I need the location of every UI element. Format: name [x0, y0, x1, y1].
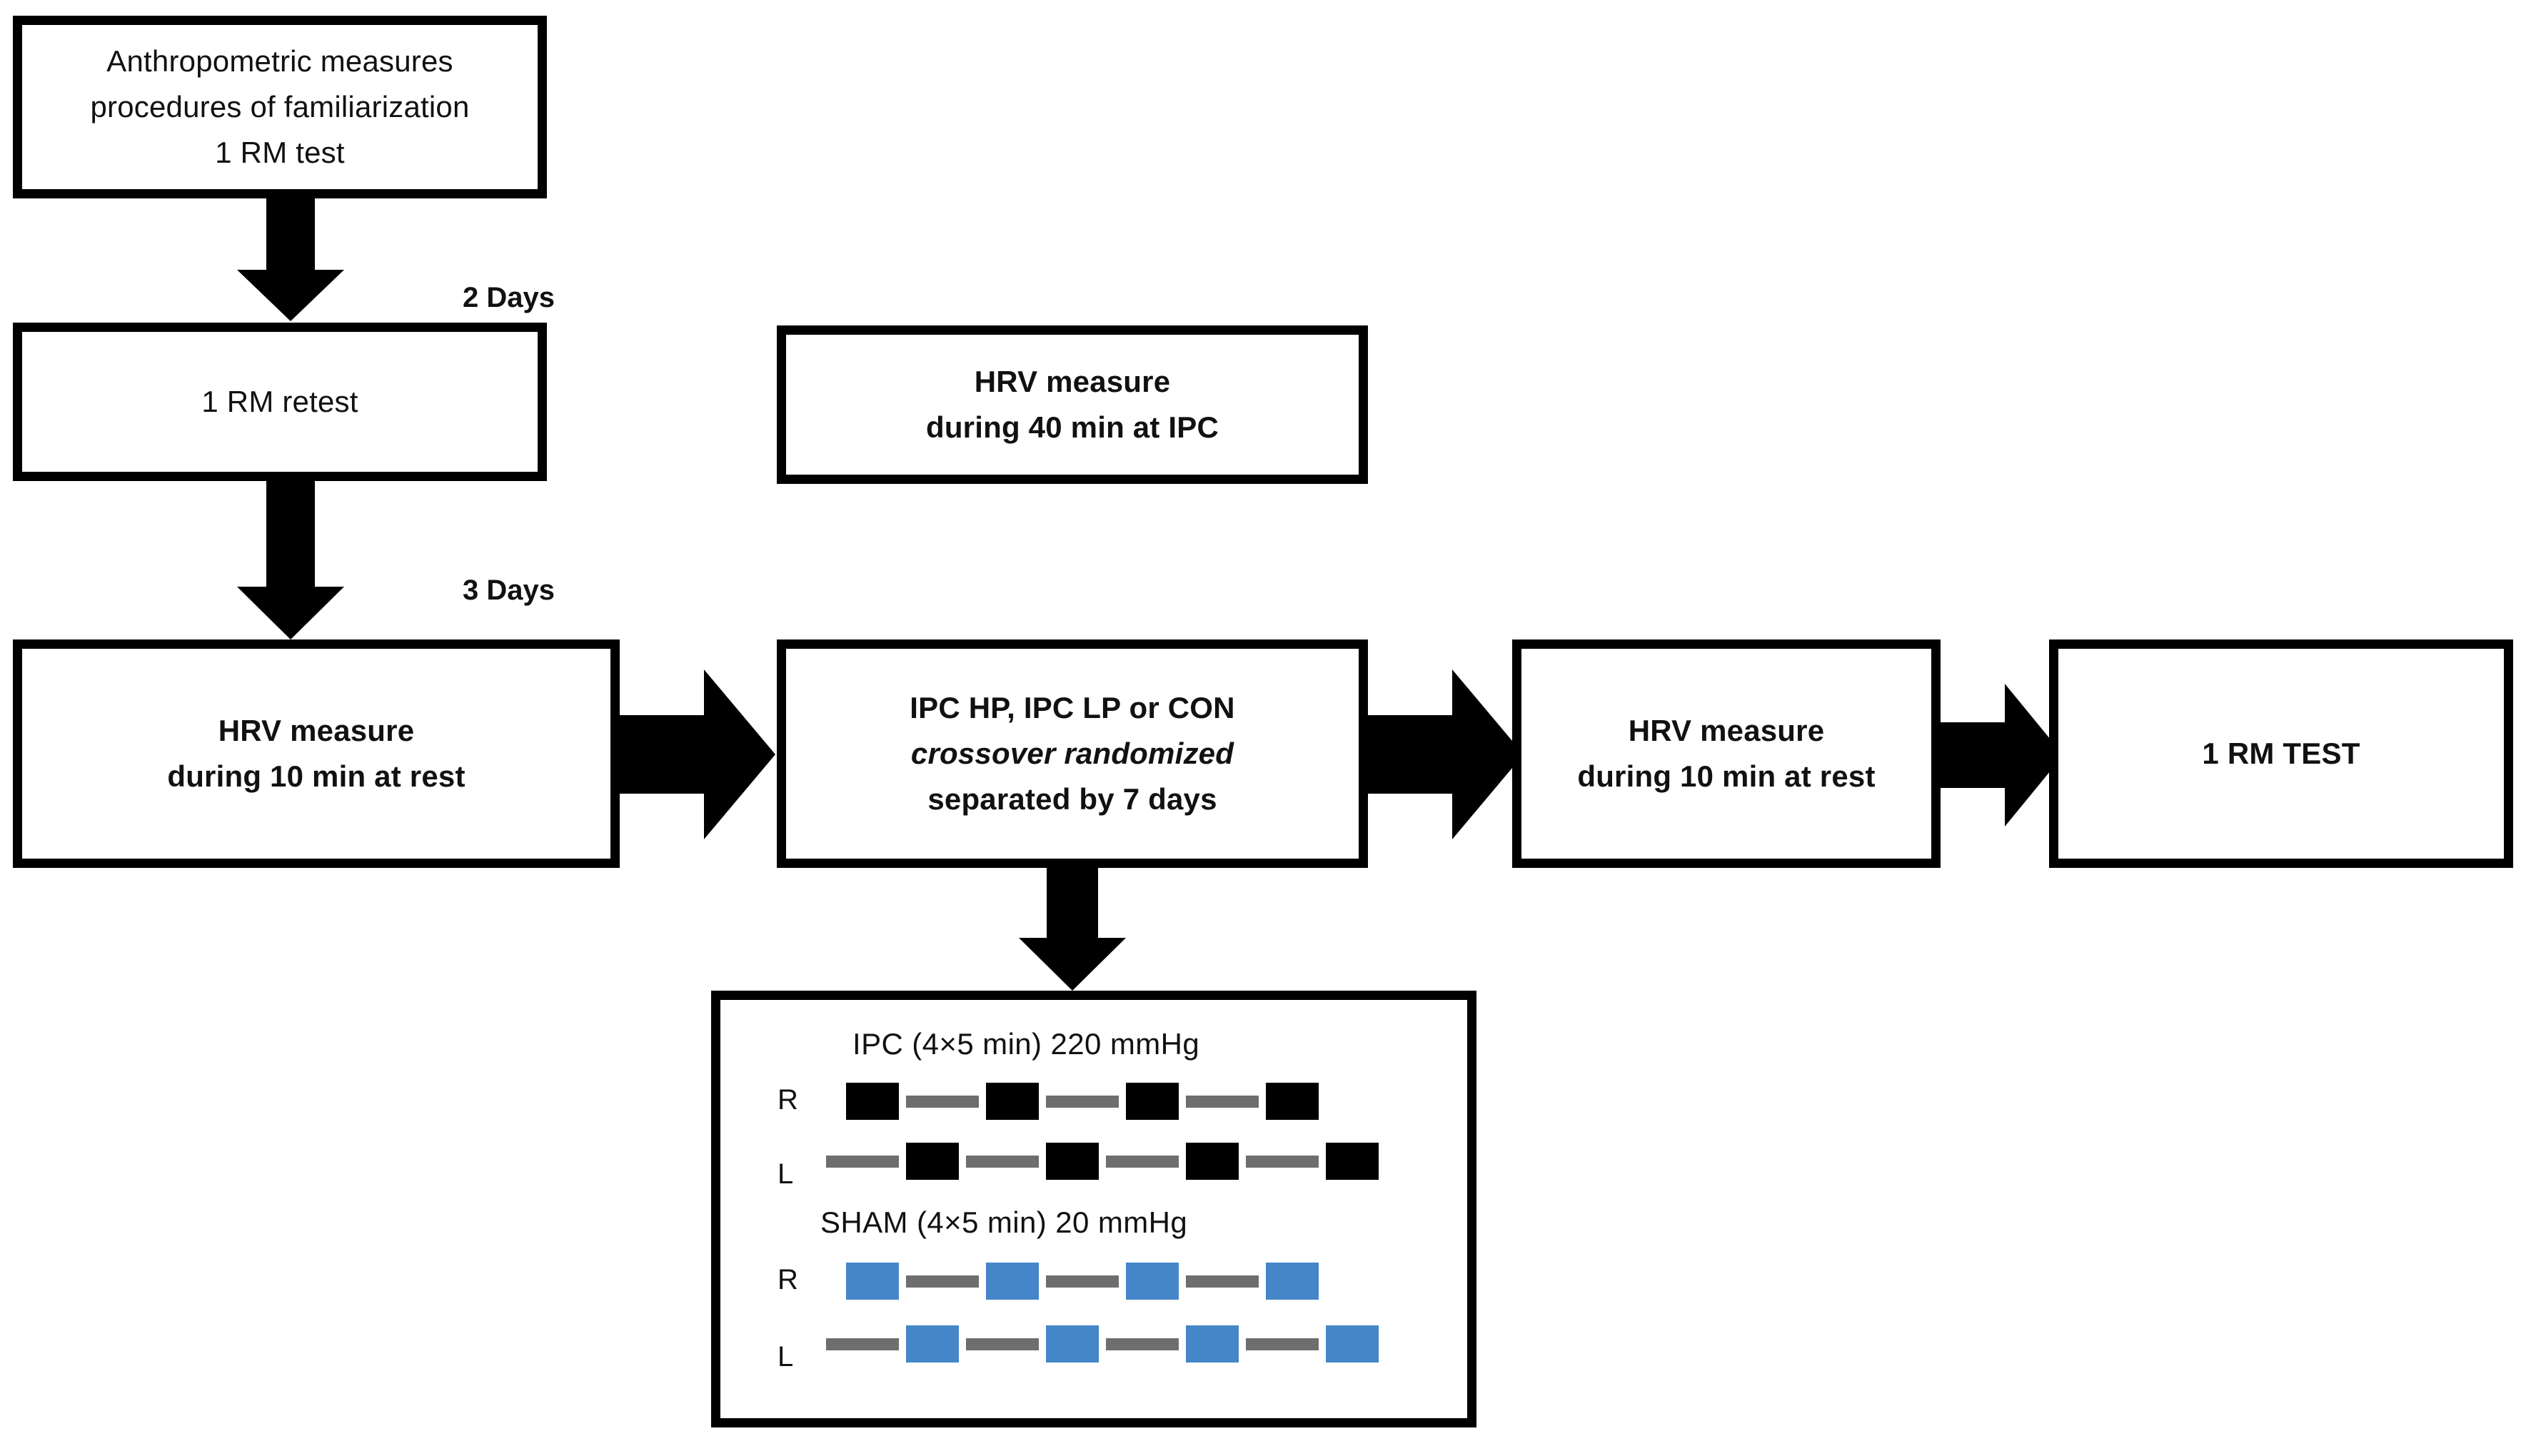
flow-box-rm-test-final: 1 RM TEST: [2049, 639, 2513, 868]
box-line: 1 RM TEST: [2202, 737, 2360, 771]
box-line: Anthropometric measures: [106, 44, 453, 79]
box-line: procedures of familiarization: [90, 90, 470, 124]
ipc-sequence-row-l: [826, 1143, 1379, 1180]
cuff-block: [906, 1143, 959, 1180]
flow-box-hrv-40min-ipc: HRV measure during 40 min at IPC: [777, 325, 1368, 484]
rest-interval: [1246, 1155, 1319, 1168]
box-line-crossover: crossover randomized: [910, 737, 1234, 771]
arrow-shaft: [1941, 722, 2006, 788]
cuff-block: [986, 1263, 1039, 1300]
sham-row-label-l: L: [778, 1341, 794, 1372]
flow-box-hrv-10min-rest-pre: HRV measure during 10 min at rest: [13, 639, 620, 868]
arrow-head: [237, 587, 344, 639]
sham-row-label-r: R: [778, 1264, 798, 1295]
sham-protocol-title: SHAM (4×5 min) 20 mmHg: [820, 1205, 1188, 1239]
rest-interval: [1106, 1155, 1179, 1168]
cuff-block: [1186, 1143, 1239, 1180]
box-line: during 10 min at rest: [1577, 759, 1876, 793]
ipc-row-label-l: L: [778, 1158, 794, 1190]
arrow-right-to-ipc-condition: [620, 669, 775, 839]
arrow-shaft: [620, 715, 704, 794]
arrow-down-to-detail-panel: [1019, 868, 1126, 991]
arrow-head: [704, 669, 775, 839]
arrow-shaft: [266, 198, 315, 277]
cuff-block: [1126, 1263, 1179, 1300]
rest-interval: [1186, 1095, 1259, 1108]
cuff-block: [1326, 1325, 1379, 1363]
arrow-shaft: [1368, 715, 1452, 794]
arrow-down-to-rm-retest: [237, 198, 344, 321]
box-line: 1 RM retest: [201, 385, 358, 419]
arrow-head: [237, 270, 344, 321]
box-line: IPC HP, IPC LP or CON: [910, 691, 1235, 725]
rest-interval: [1106, 1338, 1179, 1350]
sham-sequence-row-l: [826, 1325, 1379, 1363]
rest-interval: [1046, 1095, 1119, 1108]
box-line: during 40 min at IPC: [925, 410, 1219, 444]
flow-box-ipc-condition: IPC HP, IPC LP or CON crossover randomiz…: [777, 639, 1368, 868]
arrow-head: [1452, 669, 1524, 839]
cuff-block: [846, 1083, 899, 1120]
rest-interval: [1046, 1275, 1119, 1288]
day-label-2-days: 2 Days: [463, 282, 555, 313]
rest-interval: [906, 1095, 979, 1108]
ipc-sham-protocol-panel: IPC (4×5 min) 220 mmHg R L: [711, 991, 1476, 1427]
box-line: HRV measure: [1628, 714, 1825, 748]
rest-interval: [966, 1155, 1039, 1168]
cuff-block: [986, 1083, 1039, 1120]
cuff-block: [1266, 1263, 1319, 1300]
sham-sequence-row-r: [846, 1263, 1319, 1300]
ipc-row-label-r: R: [778, 1084, 798, 1116]
day-label-3-days: 3 Days: [463, 575, 555, 606]
cuff-block: [1266, 1083, 1319, 1120]
box-line: during 10 min at rest: [167, 759, 466, 793]
cuff-block: [1326, 1143, 1379, 1180]
rest-interval: [1186, 1275, 1259, 1288]
box-line: HRV measure: [974, 365, 1171, 399]
flow-box-hrv-10min-rest-post: HRV measure during 10 min at rest: [1512, 639, 1941, 868]
ipc-protocol-title: IPC (4×5 min) 220 mmHg: [852, 1027, 1200, 1061]
arrow-shaft: [1047, 868, 1098, 938]
cuff-block: [906, 1325, 959, 1363]
arrow-right-to-hrv-post: [1368, 669, 1524, 839]
cuff-block: [846, 1263, 899, 1300]
box-line: separated by 7 days: [927, 782, 1217, 816]
cuff-block: [1046, 1325, 1099, 1363]
arrow-right-to-rm-test: [1941, 684, 2063, 826]
arrow-down-to-hrv-pre: [237, 481, 344, 639]
rest-interval: [1246, 1338, 1319, 1350]
ipc-sequence-row-r: [846, 1083, 1319, 1120]
box-line: HRV measure: [218, 714, 415, 748]
cuff-block: [1046, 1143, 1099, 1180]
rest-interval: [906, 1275, 979, 1288]
flow-box-rm-retest: 1 RM retest: [13, 323, 547, 481]
arrow-shaft: [266, 481, 315, 588]
box-line: 1 RM test: [215, 135, 345, 169]
rest-interval: [826, 1338, 899, 1350]
rest-interval: [966, 1338, 1039, 1350]
arrow-head: [1019, 938, 1126, 991]
rest-interval: [826, 1155, 899, 1168]
cuff-block: [1126, 1083, 1179, 1120]
flow-box-anthropometric: Anthropometric measures procedures of fa…: [13, 16, 547, 198]
cuff-block: [1186, 1325, 1239, 1363]
